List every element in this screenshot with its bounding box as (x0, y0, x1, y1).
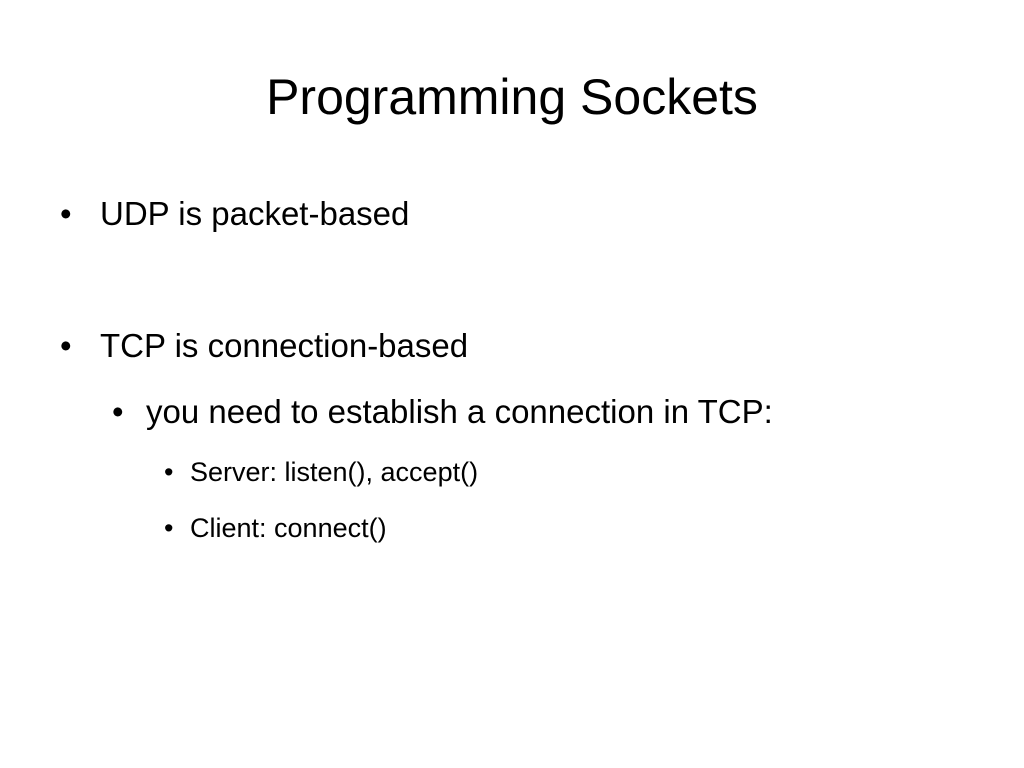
slide-title: Programming Sockets (266, 69, 758, 125)
bullet-dot-icon: • (112, 393, 124, 430)
bullet-dot-icon: • (164, 457, 174, 487)
sub-sub-bullet-text: Server: listen(), accept() (190, 457, 479, 487)
sub-bullet-text: you need to establish a connection in TC… (146, 393, 773, 430)
bullet-item: • TCP is connection-based (60, 324, 468, 368)
bullet-text: TCP is connection-based (100, 327, 469, 364)
bullet-dot-icon: • (60, 195, 72, 232)
sub-sub-bullet-item: • Client: connect() (164, 510, 387, 546)
bullet-dot-icon: • (164, 513, 174, 543)
sub-sub-bullet-text: Client: connect() (190, 513, 387, 543)
sub-sub-bullet-item: • Server: listen(), accept() (164, 454, 478, 490)
sub-bullet-item: • you need to establish a connection in … (112, 390, 773, 434)
bullet-text: UDP is packet-based (100, 195, 410, 232)
bullet-dot-icon: • (60, 327, 72, 364)
bullet-item: • UDP is packet-based (60, 192, 409, 236)
